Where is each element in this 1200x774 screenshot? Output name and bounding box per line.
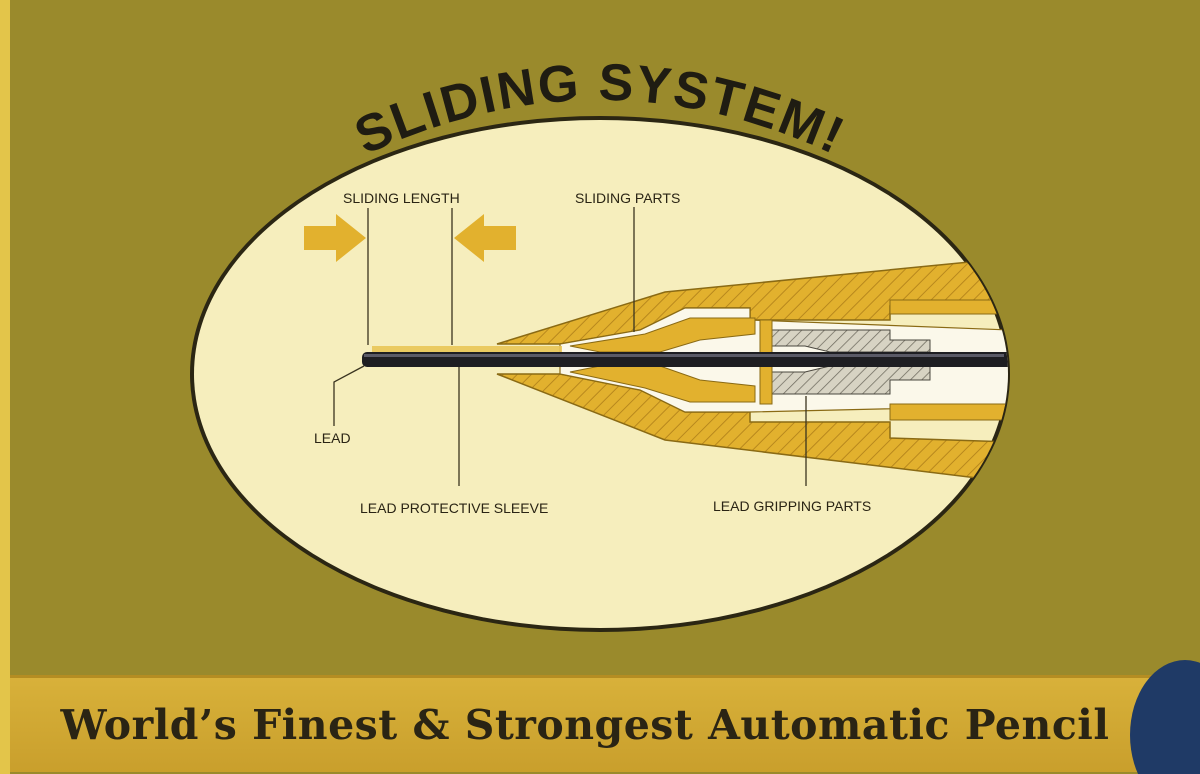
label-lead: LEAD	[314, 430, 351, 446]
sliding-length-arrows	[304, 208, 516, 345]
label-sliding-length: SLIDING LENGTH	[343, 190, 460, 206]
label-lead-protective-sleeve: LEAD PROTECTIVE SLEEVE	[360, 500, 548, 516]
arrow-right-icon	[304, 214, 366, 262]
card-left-edge	[0, 0, 10, 774]
arrow-left-icon	[454, 214, 516, 262]
pencil-cross-section	[362, 257, 1008, 483]
tagline-banner: World’s Finest & Strongest Automatic Pen…	[10, 675, 1170, 772]
label-sliding-parts: SLIDING PARTS	[575, 190, 680, 206]
label-lead-gripping-parts: LEAD GRIPPING PARTS	[713, 498, 871, 514]
tagline-text: World’s Finest & Strongest Automatic Pen…	[60, 701, 1110, 749]
